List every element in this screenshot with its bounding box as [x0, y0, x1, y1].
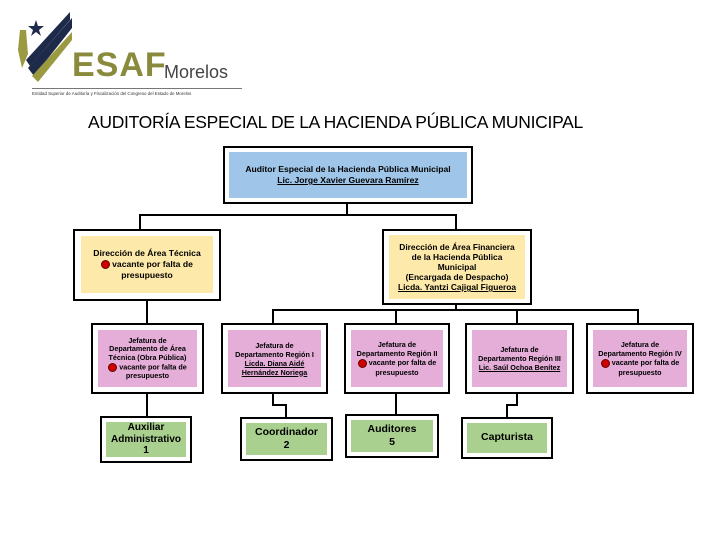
esaf-logo: ESAF Morelos Entidad Superior de Auditor…	[14, 10, 244, 102]
logo-main-text: ESAF	[72, 46, 167, 84]
node-region-1: Jefatura de Departamento Región I Licda.…	[221, 323, 328, 394]
node-auditores: Auditores 5	[345, 414, 439, 458]
node-text: presupuesto	[121, 269, 173, 280]
logo-divider	[32, 88, 242, 89]
connector	[395, 309, 397, 324]
node-title: Dirección de Área Técnica	[93, 248, 201, 259]
vacant-dot-icon	[357, 358, 367, 368]
connector	[506, 404, 518, 406]
node-text: Departamento Región III	[478, 354, 561, 363]
logo-emblem-icon	[18, 12, 72, 82]
node-text: Administrativo	[110, 433, 181, 445]
node-text: presupuesto	[618, 367, 662, 377]
node-text: Departamento Región I	[235, 349, 314, 359]
node-text: Jefatura de	[620, 340, 660, 350]
connector	[395, 393, 397, 415]
node-jefatura-obra-publica: Jefatura de Departamento de Área Técnica…	[91, 323, 204, 394]
node-count: 1	[143, 445, 149, 457]
vacant-dot-icon	[101, 260, 111, 270]
node-person-name: Licda. Diana Aidé	[244, 358, 305, 368]
node-auxiliar-administrativo: Auxiliar Administrativo 1	[100, 416, 192, 463]
connector	[139, 214, 457, 216]
connector	[506, 404, 508, 418]
connector	[346, 203, 348, 215]
connector	[272, 309, 639, 311]
logo-caption: Entidad Superior de Auditoría y Fiscaliz…	[32, 91, 192, 96]
node-text: Técnica (Obra Pública)	[108, 352, 187, 362]
connector	[272, 404, 286, 406]
node-vacant-text: vacante por falta de	[611, 358, 680, 368]
node-text: Jefatura de	[255, 340, 294, 350]
node-text: de la Hacienda Pública	[411, 251, 503, 262]
node-person-name: Lic. Jorge Xavier Guevara Ramírez	[277, 175, 419, 185]
connector	[455, 303, 457, 310]
connector	[146, 393, 148, 417]
connector	[455, 214, 457, 230]
connector	[272, 309, 274, 324]
connector	[146, 300, 148, 324]
node-text: Auxiliar	[127, 422, 165, 434]
node-vacant-text: vacante por falta de	[119, 362, 187, 372]
node-text: Departamento de Área	[109, 344, 186, 354]
node-text: Jefatura de	[128, 335, 167, 345]
vacant-dot-icon	[108, 362, 118, 372]
node-person-name: Hernández Noriega	[241, 367, 308, 377]
connector	[272, 393, 274, 405]
node-count: 2	[283, 439, 290, 451]
node-region-2: Jefatura de Departamento Región II vacan…	[344, 323, 450, 394]
node-region-4: Jefatura de Departamento Región IV vacan…	[586, 323, 694, 394]
node-title: Dirección de Área Financiera	[399, 241, 515, 252]
node-coordinador: Coordinador 2	[240, 417, 333, 461]
node-vacant-text: vacante por falta de	[112, 259, 193, 270]
node-direccion-financiera: Dirección de Área Financiera de la Hacie…	[382, 229, 532, 305]
node-person-name: Licda. Yantzi Cajigal Figueroa	[397, 282, 517, 293]
node-text: Departamento Región II	[356, 349, 438, 359]
node-region-3: Jefatura de Departamento Región III Lic.…	[465, 323, 574, 394]
connector	[516, 309, 518, 324]
node-text: Jefatura de	[377, 340, 417, 350]
page-title: AUDITORÍA ESPECIAL DE LA HACIENDA PÚBLIC…	[88, 112, 583, 132]
connector	[285, 404, 287, 418]
node-vacant-text: vacante por falta de	[368, 358, 437, 368]
node-auditor-especial: Auditor Especial de la Hacienda Pública …	[223, 146, 473, 204]
node-text: presupuesto	[125, 370, 170, 380]
node-text: Capturista	[481, 431, 533, 444]
node-person-name: Lic. Saúl Ochoa Benítez	[478, 363, 561, 372]
node-text: Jefatura de	[500, 345, 539, 354]
node-text: Auditores	[367, 423, 417, 436]
connector	[139, 214, 141, 230]
connector	[637, 309, 639, 324]
node-text: (Encargada de Despacho)	[405, 272, 509, 283]
node-text: Departamento Región IV	[598, 349, 682, 359]
connector	[516, 393, 518, 405]
node-title: Auditor Especial de la Hacienda Pública …	[245, 164, 451, 175]
node-count: 5	[389, 436, 395, 448]
vacant-dot-icon	[600, 358, 610, 368]
node-text: Coordinador	[255, 426, 318, 439]
node-direccion-tecnica: Dirección de Área Técnica vacante por fa…	[73, 229, 221, 301]
node-capturista: Capturista	[461, 417, 553, 459]
node-text: Municipal	[437, 261, 477, 272]
logo-sub-text: Morelos	[164, 62, 229, 82]
node-text: presupuesto	[375, 367, 419, 377]
